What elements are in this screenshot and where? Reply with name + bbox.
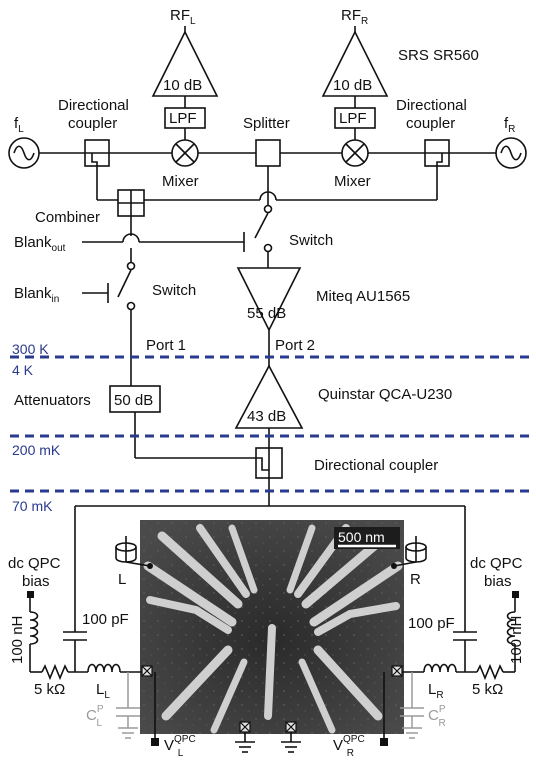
- mixer-right-label: Mixer: [334, 173, 371, 190]
- dc-qpc-left-label-2: bias: [22, 573, 50, 590]
- scale-bar-label: 500 nm: [338, 529, 385, 545]
- gate-right-label: R: [410, 571, 421, 588]
- gate-right-coax: [391, 536, 427, 569]
- resistor-5k-right: [476, 663, 504, 681]
- attenuators-label: Attenuators: [14, 392, 91, 409]
- cap-left-label: 100 pF: [82, 611, 129, 628]
- dc-qpc-left-label-1: dc QPC: [8, 555, 61, 572]
- splitter: [255, 139, 281, 167]
- f-right-label: fR: [504, 115, 515, 135]
- mixer-left-label: Mixer: [162, 173, 199, 190]
- sem-image: 500 nm: [140, 520, 404, 734]
- blank-out-label: Blankout: [14, 234, 66, 254]
- rf-right-label: RFR: [341, 7, 368, 27]
- dc-qpc-right-label-1: dc QPC: [470, 555, 523, 572]
- switch-lower-label: Switch: [152, 282, 196, 299]
- dc-terminal-left: [27, 591, 34, 598]
- ind-right-label: 100 nH: [508, 616, 525, 664]
- blank-in-label: Blankin: [14, 285, 59, 305]
- switch-lower-contact: [126, 261, 136, 271]
- dircoupler-left-label-1: Directional: [58, 97, 129, 114]
- dircoupler-right-label-2: coupler: [406, 115, 455, 132]
- resistor-5k-left: [41, 663, 69, 681]
- splitter-label: Splitter: [243, 115, 290, 132]
- miteq-label: Miteq AU1565: [316, 288, 410, 305]
- ind-left-label: 100 nH: [9, 616, 26, 664]
- dc-terminal-right: [512, 591, 519, 598]
- temp-4k-label: 4 K: [12, 362, 34, 378]
- l-left-label: LL: [96, 681, 110, 701]
- gate-left-label: L: [118, 571, 126, 588]
- inductor-100nh-right: [506, 611, 516, 645]
- amplifier-miteq: [236, 267, 302, 332]
- dircoupler-right-label-1: Directional: [396, 97, 467, 114]
- temp-300k-label: 300 K: [12, 341, 49, 357]
- gate-left-coax: [115, 536, 153, 569]
- dircoupler-left-label-2: coupler: [68, 115, 117, 132]
- sine-icon: [500, 145, 522, 161]
- switch-upper-contact: [263, 243, 273, 253]
- inductor-100nh-left: [29, 611, 39, 645]
- switch-upper-label: Switch: [289, 232, 333, 249]
- dc-qpc-right-label-2: bias: [484, 573, 512, 590]
- lpf-left-label: LPF: [169, 110, 197, 127]
- srs-sr560-label: SRS SR560: [398, 47, 479, 64]
- res-left-label: 5 kΩ: [34, 681, 65, 698]
- temp-70mk-label: 70 mK: [12, 498, 53, 514]
- temp-200mk-label: 200 mK: [12, 442, 61, 458]
- f-left-label: fL: [14, 115, 24, 135]
- ground-icon: [235, 732, 255, 753]
- port2-label: Port 2: [275, 337, 315, 354]
- amp-miteq-gain: 55 dB: [247, 305, 286, 322]
- quinstar-label: Quinstar QCA-U230: [318, 386, 452, 403]
- attenuator-value: 50 dB: [114, 392, 153, 409]
- lpf-right-label: LPF: [339, 110, 367, 127]
- l-right-label: LR: [428, 681, 444, 701]
- inductor-lr: [423, 663, 457, 673]
- amp-quinstar-gain: 43 dB: [247, 408, 286, 425]
- inductor-ll: [87, 663, 121, 673]
- res-right-label: 5 kΩ: [472, 681, 503, 698]
- port1-label: Port 1: [146, 337, 186, 354]
- dircoupler-bottom-label: Directional coupler: [314, 457, 438, 474]
- cap-right-label: 100 pF: [408, 615, 455, 632]
- combiner-label: Combiner: [35, 209, 100, 226]
- ohmic-contacts: [141, 665, 403, 733]
- sine-icon: [13, 145, 35, 161]
- rf-left-label: RFL: [170, 7, 196, 27]
- switch-lower-contact: [126, 301, 136, 311]
- ground-icon: [281, 732, 301, 753]
- attenuator-50db: [109, 385, 161, 413]
- switch-upper-contact: [263, 204, 273, 214]
- amp-left-gain: 10 dB: [163, 77, 202, 94]
- amp-right-gain: 10 dB: [333, 77, 372, 94]
